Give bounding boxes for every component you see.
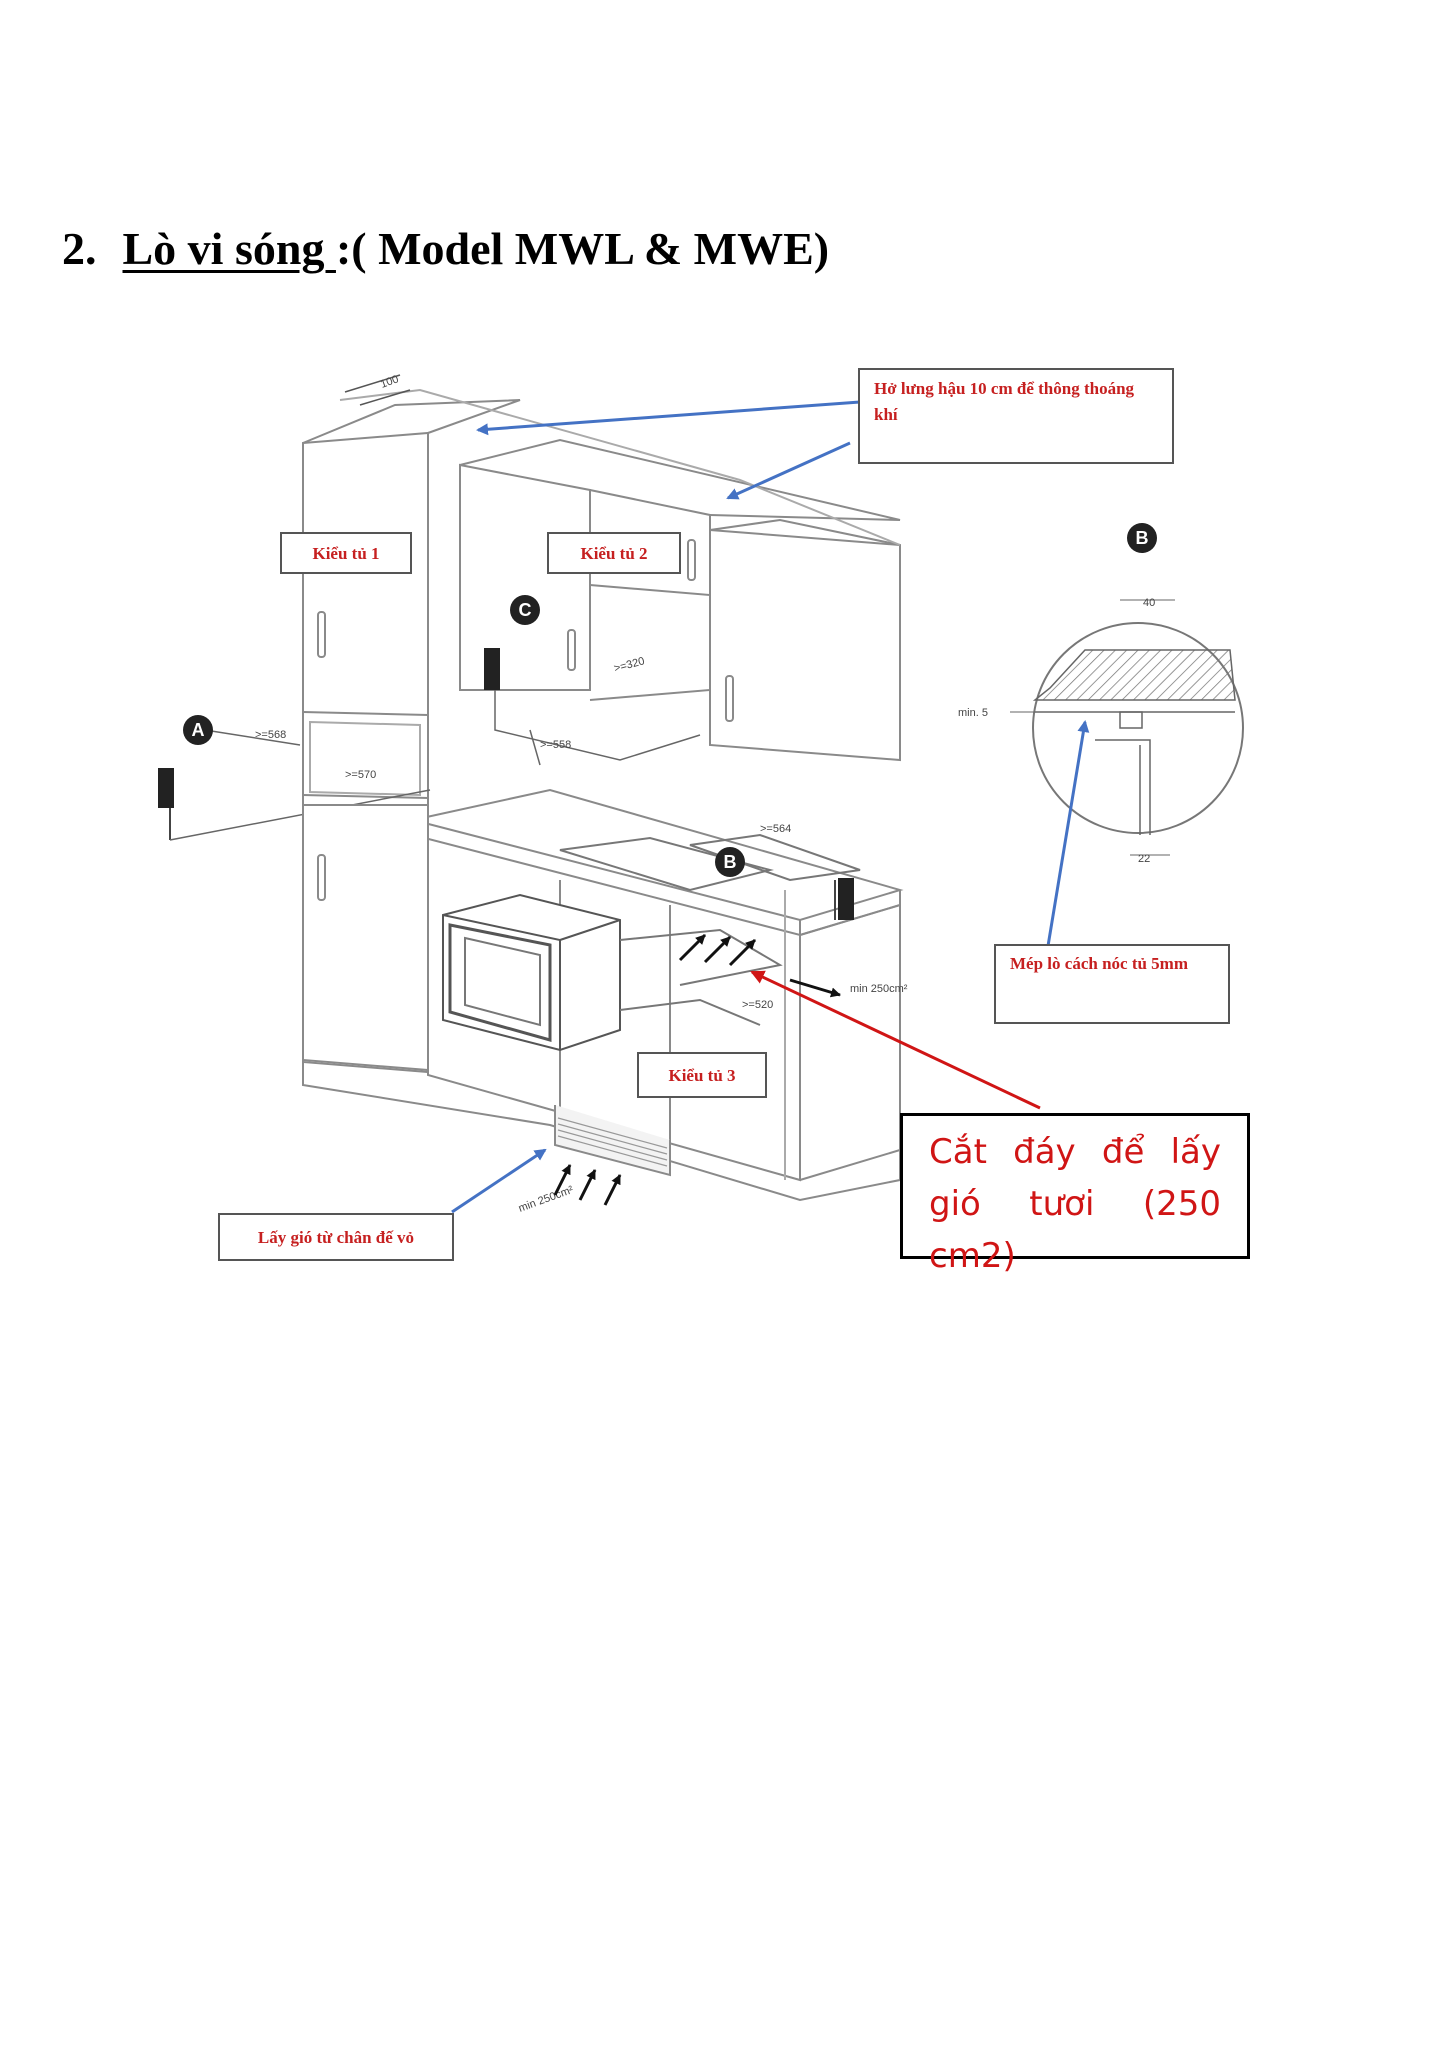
detail-b-circle: 40 min. 5 22 xyxy=(958,597,1244,865)
dim-570: >=570 xyxy=(345,769,376,781)
svg-text:A: A xyxy=(192,720,205,740)
detail-dim-min5: min. 5 xyxy=(958,707,988,719)
callout-oven-edge: Mép lò cách nóc tủ 5mm xyxy=(994,944,1230,1024)
callout-cabinet-1: Kiểu tủ 1 xyxy=(280,532,412,574)
marker-c: C xyxy=(510,595,540,625)
svg-text:B: B xyxy=(724,852,737,872)
min-250-right: min 250cm² xyxy=(850,983,908,995)
dim-block-c xyxy=(484,648,500,690)
svg-text:C: C xyxy=(519,600,532,620)
dim-100: 100 xyxy=(379,373,400,391)
detail-dim-40: 40 xyxy=(1143,597,1155,609)
callout-cabinet-3: Kiểu tủ 3 xyxy=(637,1052,767,1098)
dim-block-b xyxy=(838,878,854,920)
min-250-plinth: min 250cm² xyxy=(517,1184,575,1215)
dim-520: >=520 xyxy=(742,999,773,1011)
dim-block-a xyxy=(158,768,174,808)
callout-cabinet-2: Kiểu tủ 2 xyxy=(547,532,681,574)
svg-text:B: B xyxy=(1136,528,1149,548)
dim-558: >=558 xyxy=(540,739,571,751)
dim-564: >=564 xyxy=(760,823,791,835)
marker-b-detail: B xyxy=(1127,523,1157,553)
air-arrows xyxy=(553,933,841,1206)
callout-cut-bottom: Cắt đáy để lấy gió tươi (250 cm2) xyxy=(900,1113,1250,1276)
blue-leader-arrows xyxy=(451,400,1090,1214)
cabinet-line-art xyxy=(169,374,904,1202)
dim-568: >=568 xyxy=(255,729,286,741)
marker-b: B xyxy=(715,847,745,877)
callout-rear-gap: Hở lưng hậu 10 cm để thông thoáng khí xyxy=(858,368,1174,464)
marker-a: A xyxy=(183,715,213,745)
section-title-rest: :( Model MWL & MWE) xyxy=(335,223,830,274)
dim-320: >=320 xyxy=(613,655,646,675)
detail-dim-22: 22 xyxy=(1138,853,1150,865)
callout-plinth-air: Lấy gió từ chân đế vỏ xyxy=(218,1213,454,1261)
section-number: 2. xyxy=(62,223,97,274)
red-leader-arrow xyxy=(750,970,1041,1110)
section-title-underlined: Lò vi sóng xyxy=(122,223,336,274)
section-heading: 2. Lò vi sóng :( Model MWL & MWE) xyxy=(62,222,829,275)
